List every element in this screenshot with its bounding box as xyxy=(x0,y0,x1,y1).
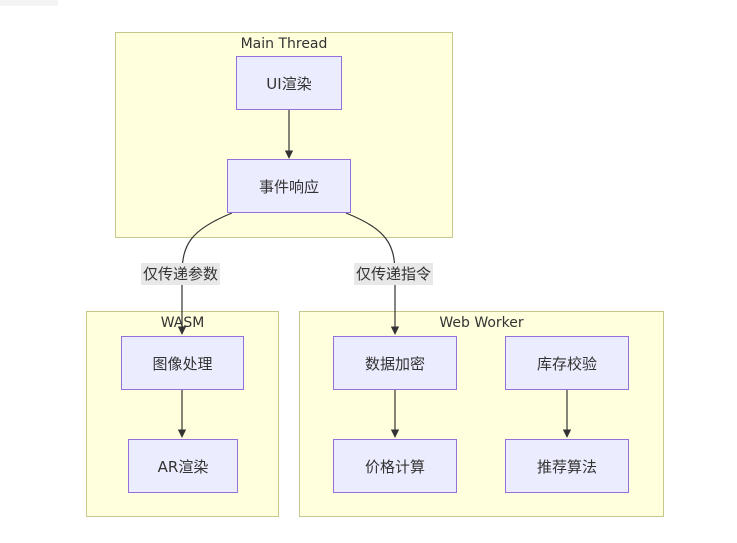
cluster-title-wasm: WASM xyxy=(160,315,205,331)
node-image-processing: 图像处理 xyxy=(121,336,244,390)
node-price-calculation: 价格计算 xyxy=(333,439,457,493)
edge-label-to-worker: 仅传递指令 xyxy=(354,263,434,285)
node-recommendation-algorithm: 推荐算法 xyxy=(505,439,629,493)
node-ui-render: UI渲染 xyxy=(236,56,342,110)
corner-shade xyxy=(0,0,58,6)
node-inventory-check: 库存校验 xyxy=(505,336,629,390)
cluster-title-main-thread: Main Thread xyxy=(240,36,328,52)
node-ar-render: AR渲染 xyxy=(128,439,238,493)
node-event-response: 事件响应 xyxy=(227,159,351,213)
node-data-encryption: 数据加密 xyxy=(333,336,457,390)
edge-label-to-wasm: 仅传递参数 xyxy=(141,263,221,285)
cluster-title-web-worker: Web Worker xyxy=(439,315,524,331)
